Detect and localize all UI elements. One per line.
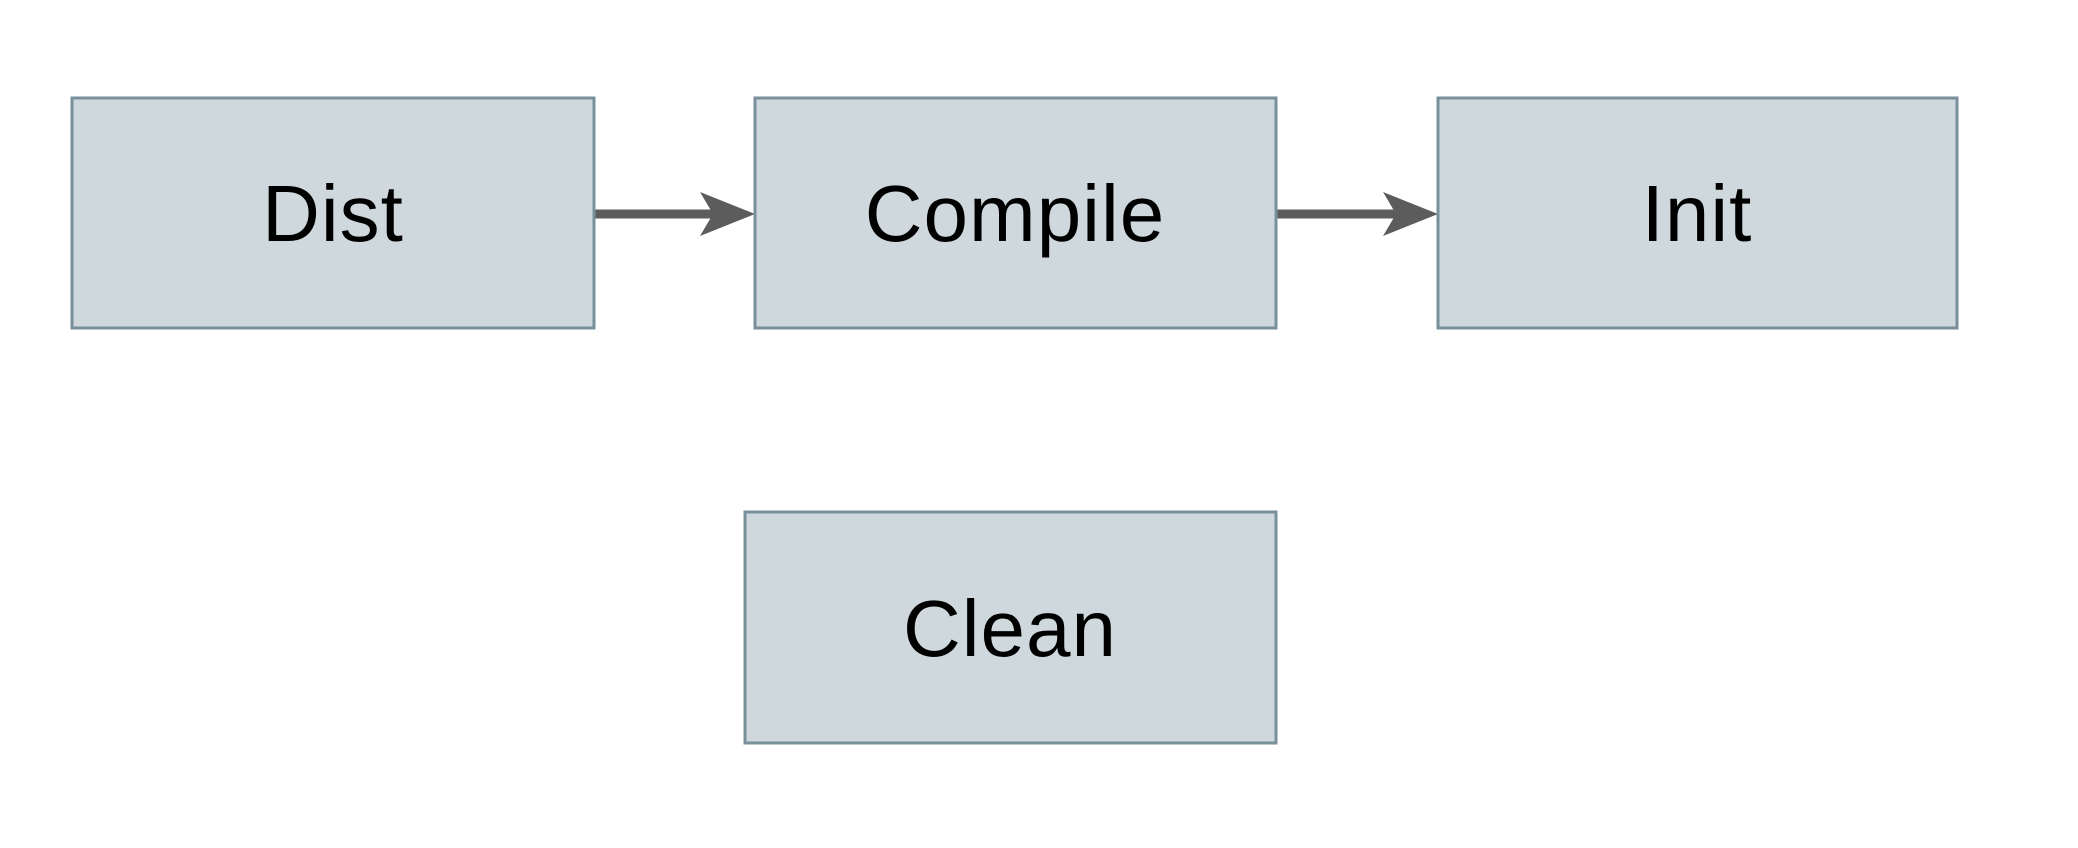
node-compile: Compile	[753, 96, 1278, 330]
arrowhead-icon	[1383, 192, 1438, 236]
node-init-box	[1436, 96, 1959, 330]
node-init: Init	[1436, 96, 1959, 330]
node-clean: Clean	[743, 510, 1278, 745]
node-clean-box	[743, 510, 1278, 745]
node-dist: Dist	[70, 96, 596, 330]
node-compile-label: Compile	[865, 169, 1165, 258]
node-init-label: Init	[1642, 169, 1753, 258]
arrowhead-icon	[700, 192, 755, 236]
node-dist-box	[70, 96, 596, 330]
node-compile-box	[753, 96, 1278, 330]
edge-dist-compile	[594, 192, 755, 236]
node-clean-label: Clean	[903, 584, 1117, 673]
edge-compile-init	[1276, 192, 1438, 236]
node-dist-label: Dist	[262, 169, 404, 258]
